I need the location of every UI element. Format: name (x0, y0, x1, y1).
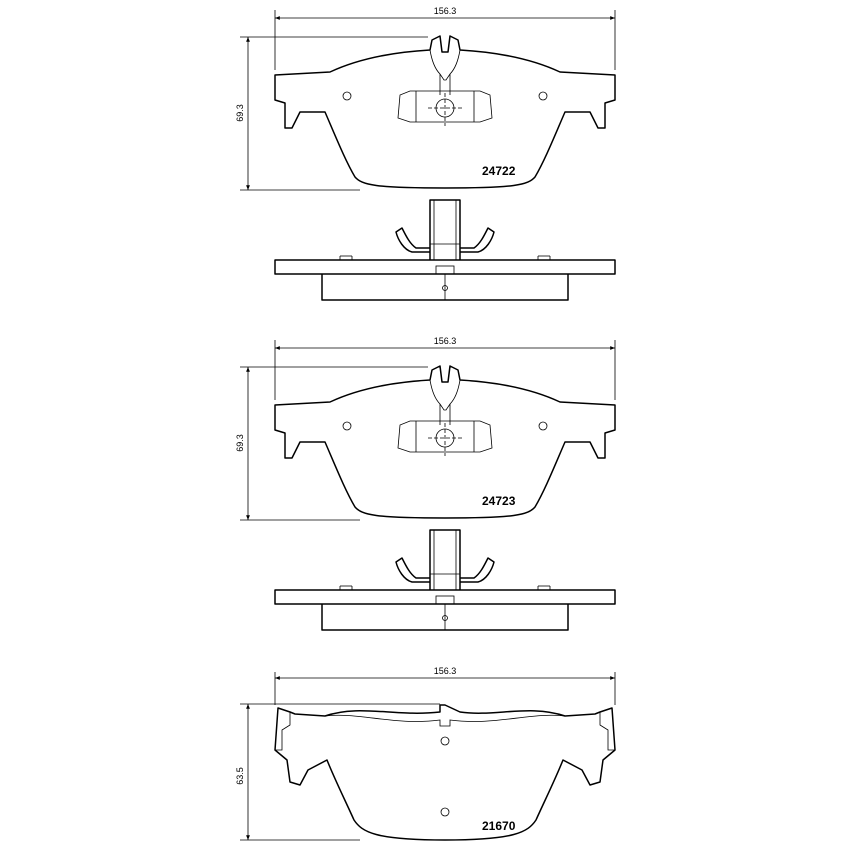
pad-21670: 156.3 63.5 21670 (235, 666, 616, 841)
part-number: 24723 (482, 494, 516, 508)
pad-face-view (274, 35, 616, 189)
width-dimension: 156.3 (274, 666, 616, 705)
pad-side-view (274, 529, 616, 631)
width-label: 156.3 (434, 6, 457, 16)
pad-24723: 156.3 69.3 24723 (235, 336, 616, 631)
width-dimension: 156.3 (274, 336, 616, 400)
pad-24722: 156.3 69.3 24722 (235, 6, 616, 301)
height-dimension: 69.3 (235, 366, 428, 521)
height-label: 63.5 (235, 767, 245, 785)
height-label: 69.3 (235, 434, 245, 452)
height-dimension: 69.3 (235, 36, 428, 191)
width-label: 156.3 (434, 666, 457, 676)
width-label: 156.3 (434, 336, 457, 346)
pad-face-view (274, 365, 616, 519)
pad-face-view (274, 704, 616, 841)
part-number: 24722 (482, 164, 516, 178)
width-dimension: 156.3 (274, 6, 616, 70)
part-number: 21670 (482, 819, 516, 833)
pad-side-view (274, 199, 616, 301)
height-dimension: 63.5 (235, 703, 440, 841)
height-label: 69.3 (235, 104, 245, 122)
